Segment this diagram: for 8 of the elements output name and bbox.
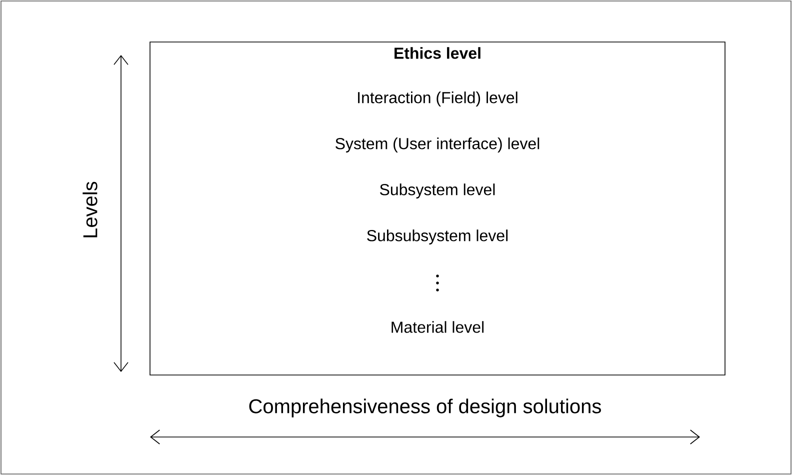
axis-label: Levels <box>82 182 98 238</box>
level-text: System (User interface) level <box>336 138 540 152</box>
level-text: Interaction (Field) level <box>358 92 518 106</box>
level-text: Subsystem level <box>380 184 495 198</box>
level-text: Material level <box>392 321 484 333</box>
level-text: Ethics level <box>394 47 480 59</box>
axis-label: Comprehensiveness of design solutions <box>249 398 601 418</box>
level-text: Subsubsystem level <box>367 230 508 244</box>
